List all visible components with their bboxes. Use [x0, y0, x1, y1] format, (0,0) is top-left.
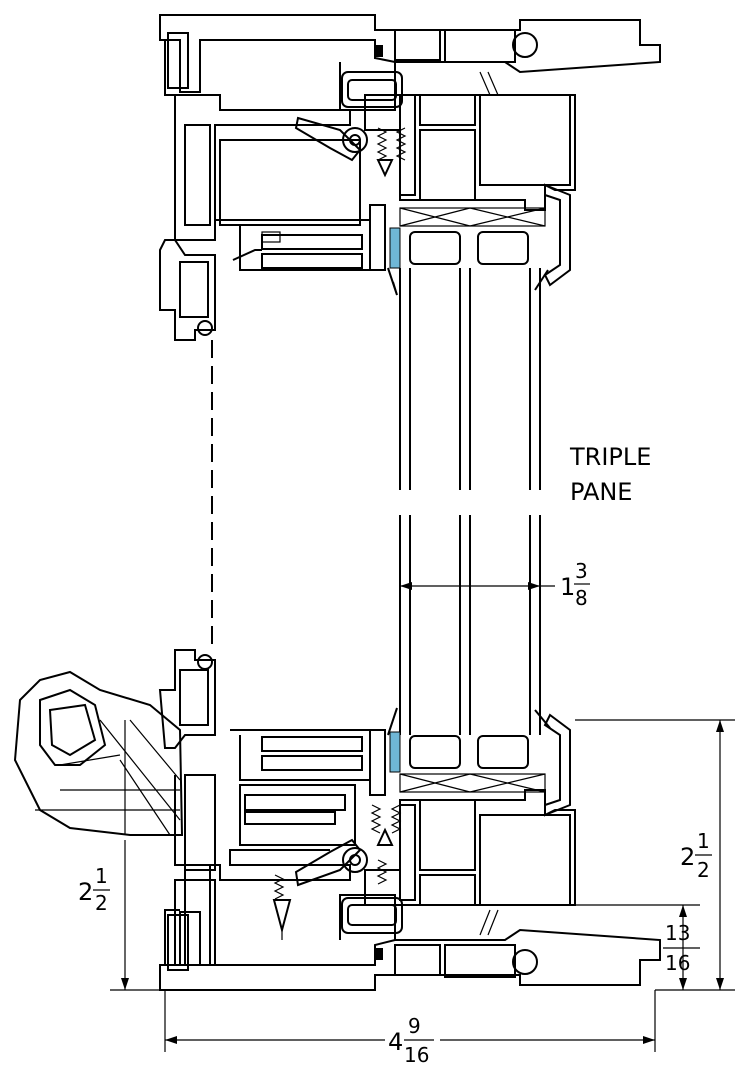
hinge-arm-icon	[342, 127, 368, 153]
svg-text:2: 2	[697, 858, 710, 882]
svg-text:2: 2	[78, 878, 93, 906]
bottom-small-dimension: 13 16	[575, 904, 700, 990]
bottom-frame	[159, 729, 661, 991]
svg-text:3: 3	[575, 559, 588, 583]
hinge-arm-icon	[342, 847, 368, 873]
handle-icon	[13, 670, 184, 836]
spring-icon	[376, 127, 407, 161]
glass-panes	[399, 268, 541, 735]
top-hardware	[261, 45, 499, 243]
svg-text:4: 4	[388, 1028, 403, 1056]
svg-text:9: 9	[408, 1014, 421, 1038]
top-left-profile	[159, 239, 262, 341]
seal-icon	[387, 267, 551, 736]
svg-text:1: 1	[95, 864, 108, 888]
svg-text:8: 8	[575, 586, 588, 610]
right-height-dimension: 2 1 2	[575, 719, 735, 991]
left-height-dimension: 2 1 2	[78, 840, 160, 991]
svg-text:2: 2	[95, 891, 108, 915]
glazing-label-line1: TRIPLE	[569, 443, 651, 471]
svg-text:1: 1	[560, 573, 575, 601]
svg-text:1: 1	[697, 829, 710, 853]
bottom-left-profile	[158, 649, 216, 749]
bottom-spacer	[389, 731, 546, 793]
svg-text:2: 2	[680, 843, 695, 871]
svg-text:16: 16	[665, 951, 690, 975]
spring-icon	[273, 804, 402, 900]
svg-text:16: 16	[404, 1043, 429, 1067]
top-spacer	[389, 207, 546, 269]
svg-text:13: 13	[665, 921, 690, 945]
overall-width-dimension: 4 9 16	[164, 990, 656, 1067]
glass-thickness-dimension: 1 3 8	[400, 559, 590, 610]
bottom-hardware	[272, 804, 402, 940]
top-frame	[159, 14, 661, 271]
glazing-label-line2: PANE	[570, 478, 632, 506]
